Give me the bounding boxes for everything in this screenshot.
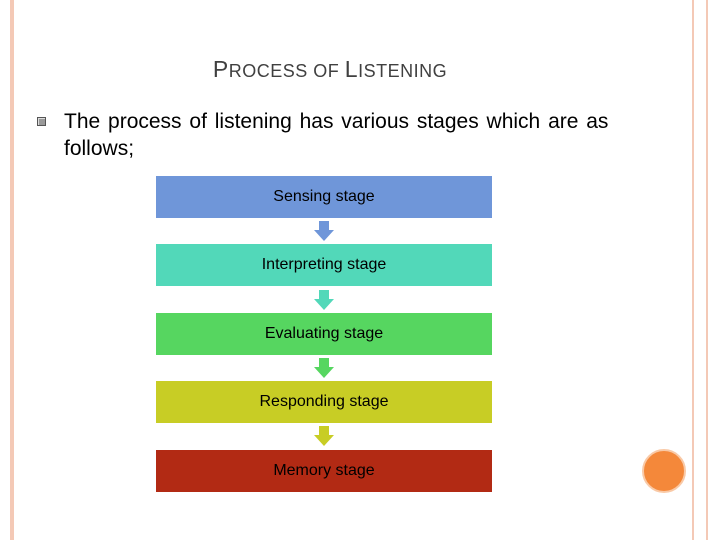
slide-title: PROCESS OF LISTENING [212, 56, 448, 82]
right-frame-line [692, 0, 694, 540]
checkbox-bullet-icon [37, 117, 46, 126]
down-arrow-icon [314, 290, 334, 310]
stage-box-sensing: Sensing stage [156, 176, 492, 218]
stage-label: Sensing stage [273, 188, 375, 205]
down-arrow-icon [314, 426, 334, 446]
left-frame-line [10, 0, 14, 540]
stage-box-evaluating: Evaluating stage [156, 313, 492, 355]
down-arrow-icon [314, 221, 334, 241]
decorative-circle [642, 449, 686, 493]
stage-label: Memory stage [273, 462, 375, 479]
stage-label: Responding stage [259, 393, 389, 410]
stage-box-interpreting: Interpreting stage [156, 244, 492, 286]
stage-box-memory: Memory stage [156, 450, 492, 492]
intro-text: The process of listening has various sta… [64, 110, 609, 160]
right-frame-line-outer [706, 0, 708, 540]
down-arrow-icon [314, 358, 334, 378]
stage-label: Interpreting stage [261, 256, 387, 273]
stage-box-responding: Responding stage [156, 381, 492, 423]
stage-label: Evaluating stage [264, 325, 384, 342]
